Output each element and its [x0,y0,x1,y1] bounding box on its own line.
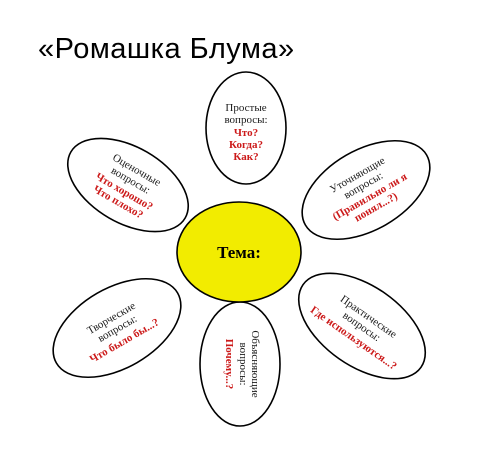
page-title: «Ромашка Блума» [38,33,295,65]
petal-question: Почему...? [223,339,235,390]
center-label: Тема: [217,243,261,262]
petal-simple-questions: Простые вопросы: Что? Когда? Как? [205,71,287,185]
flower-center: Тема: [176,201,302,303]
petal-shape [301,139,431,241]
petal-label: Объясняющие [249,330,261,397]
petal-explanatory-questions: Объясняющие вопросы: Почему...? [199,301,281,427]
petal-question: Как? [233,151,258,163]
center-circle [176,201,302,303]
petal-label: вопросы: [237,342,249,385]
petal-practical-questions: Практические вопросы: Где используются..… [297,272,427,380]
petal-shape [52,277,182,379]
petal-shape [297,272,427,380]
petal-shape [66,137,190,233]
petal-label: Простые [225,102,266,114]
petal-clarifying-questions: Уточняющие вопросы: (Правильно ли я поня… [301,139,431,241]
petal-label: вопросы: [224,114,267,126]
petal-creative-questions: Творческие вопросы: Что было бы...? [52,277,182,379]
petal-question: Когда? [229,139,263,151]
petal-question: Что? [234,127,258,139]
petal-evaluative-questions: Оценочные вопросы: Что хорошо? Что плохо… [66,137,190,233]
petal-shape [205,71,287,185]
